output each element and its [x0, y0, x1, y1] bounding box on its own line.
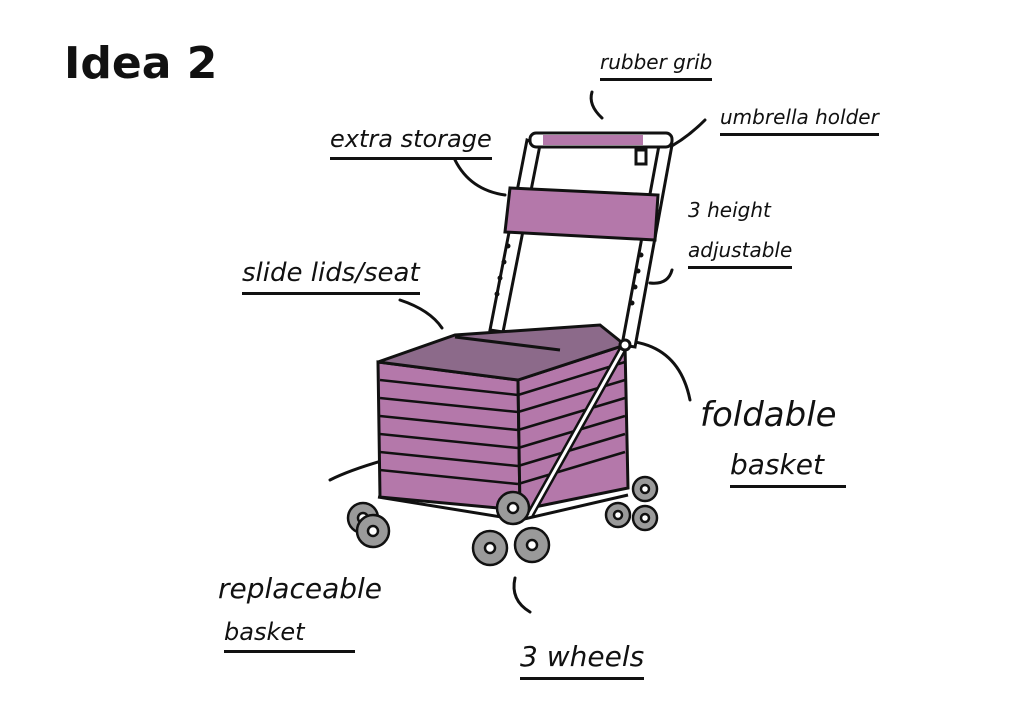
rubber-grip	[543, 135, 643, 145]
extra-storage-band	[503, 186, 660, 242]
label-extra-storage: extra storage	[330, 125, 492, 160]
adjustment-holes	[494, 243, 644, 306]
basket-slats	[379, 360, 626, 486]
label-wheels: 3 wheels	[520, 640, 645, 680]
wheels	[346, 475, 659, 567]
lids	[377, 323, 629, 382]
label-height-adjustable-1: 3 height	[688, 198, 771, 222]
umbrella-holder	[634, 148, 648, 166]
lid-divider	[454, 335, 561, 352]
leader-rubber-grip	[589, 90, 604, 120]
wheel	[495, 490, 531, 526]
leader-replaceable	[328, 458, 387, 482]
label-replaceable-2: basket	[224, 618, 355, 653]
label-height-adjustable-2: adjustable	[688, 238, 793, 269]
leader-extra-storage	[453, 158, 507, 197]
left-upright	[488, 137, 542, 334]
label-foldable-2: basket	[730, 448, 846, 488]
leader-height-adjustable	[648, 268, 674, 285]
wheel	[631, 475, 659, 503]
label-umbrella-holder: umbrella holder	[720, 105, 879, 136]
leader-wheels	[512, 576, 532, 614]
wheel	[631, 504, 659, 532]
wheel	[355, 513, 391, 549]
label-foldable-1: foldable	[700, 395, 837, 435]
label-rubber-grip: rubber grib	[600, 50, 713, 81]
right-upright	[620, 137, 674, 349]
wheel	[513, 526, 551, 564]
sketch-title: Idea 2	[64, 38, 218, 89]
wheel	[604, 501, 632, 529]
label-replaceable-1: replaceable	[218, 572, 383, 605]
leader-foldable	[633, 340, 692, 402]
wheel	[471, 529, 509, 567]
leader-slide-lids	[398, 298, 444, 330]
label-slide-lids: slide lids/seat	[242, 258, 420, 295]
